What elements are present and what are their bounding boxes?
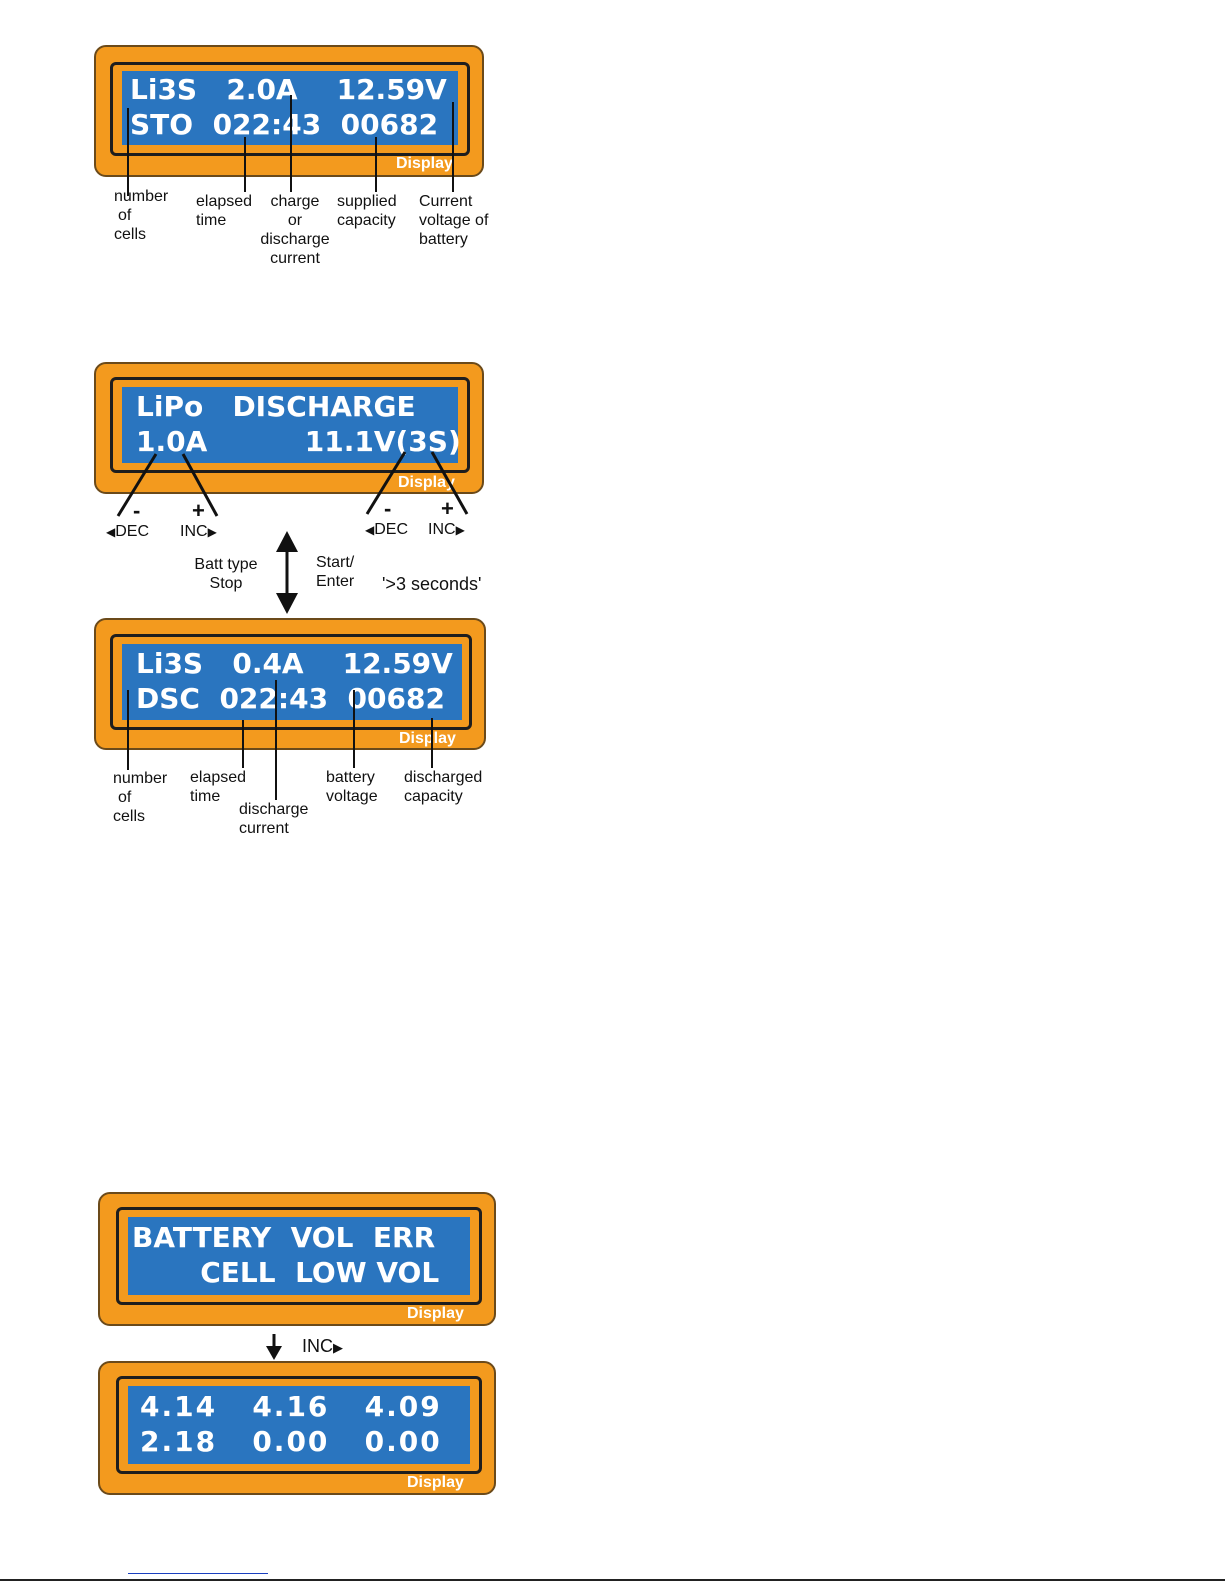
display-panel-voltage-error: BATTERY VOL ERR CELL LOW VOL Display xyxy=(98,1192,496,1326)
lcd-screen: BATTERY VOL ERR CELL LOW VOL xyxy=(128,1217,470,1295)
label-start-enter: Start/Enter xyxy=(316,554,355,590)
right-triangle-icon: ▶ xyxy=(333,1340,343,1355)
display-tag: Display xyxy=(396,155,453,172)
lcd-line-2: CELL LOW VOL xyxy=(132,1256,440,1289)
display-bezel xyxy=(116,1207,482,1305)
lcd-line-1: Li3S 2.0A 12.59V xyxy=(130,73,447,106)
lcd-screen: LiPo DISCHARGE 1.0A 11.1V(3S) xyxy=(122,387,461,463)
lcd-screen: 4.14 4.16 4.09 2.18 0.00 0.00 xyxy=(128,1386,470,1464)
lcd-line-1: Li3S 0.4A 12.59V xyxy=(136,647,453,680)
display-bezel xyxy=(110,634,472,730)
display-panel-discharge-setup: LiPo DISCHARGE 1.0A 11.1V(3S) Display xyxy=(94,362,484,494)
display-tag: Display xyxy=(399,730,456,747)
lcd-line-2: DSC 022:43 00682 xyxy=(136,682,445,715)
left-triangle-icon: ◀ xyxy=(106,525,116,539)
key-inc-right[interactable]: INC▶ xyxy=(428,521,465,538)
display-panel-discharge-run: Li3S 0.4A 12.59V DSC 022:43 00682 Displa… xyxy=(94,618,486,750)
key-minus-right: - xyxy=(384,496,392,521)
display-tag: Display xyxy=(407,1474,464,1491)
lcd-line-1: LiPo DISCHARGE xyxy=(136,390,416,423)
key-inc-left[interactable]: INC▶ xyxy=(180,523,217,540)
display-tag: Display xyxy=(407,1305,464,1322)
arrow-down-icon xyxy=(276,593,298,614)
display-panel-cell-voltages: 4.14 4.16 4.09 2.18 0.00 0.00 Display xyxy=(98,1361,496,1495)
right-triangle-icon: ▶ xyxy=(455,523,465,537)
display-tag: Display xyxy=(398,474,455,491)
left-triangle-icon: ◀ xyxy=(365,523,375,537)
label-hold-time: '>3 seconds' xyxy=(382,574,482,594)
lcd-screen: Li3S 0.4A 12.59V DSC 022:43 00682 xyxy=(122,644,462,720)
key-plus-left: + xyxy=(192,498,205,523)
lcd-screen: Li3S 2.0A 12.59V STO 022:43 00682 xyxy=(122,71,458,145)
key-dec-left[interactable]: ◀DEC xyxy=(106,523,150,540)
display-panel-charge: Li3S 2.0A 12.59V STO 022:43 00682 Displa… xyxy=(94,45,484,177)
arrow-down-icon xyxy=(266,1346,282,1360)
lcd-line-1: 4.14 4.16 4.09 xyxy=(140,1390,442,1423)
key-plus-right: + xyxy=(441,496,454,521)
arrow-up-icon xyxy=(276,531,298,552)
display-bezel xyxy=(110,377,470,473)
lcd-line-2: STO 022:43 00682 xyxy=(130,108,439,141)
display-bezel xyxy=(116,1376,482,1474)
key-inc[interactable]: INC▶ xyxy=(302,1336,343,1356)
lcd-line-2: 2.18 0.00 0.00 xyxy=(140,1425,442,1458)
right-triangle-icon: ▶ xyxy=(207,525,217,539)
lcd-line-2: 1.0A 11.1V(3S) xyxy=(136,425,461,458)
key-minus-left: - xyxy=(133,498,141,523)
footer-link-underline xyxy=(128,1573,268,1574)
lcd-line-1: BATTERY VOL ERR xyxy=(132,1221,436,1254)
footer-rule xyxy=(0,1579,1225,1581)
key-dec-right[interactable]: ◀DEC xyxy=(365,521,409,538)
